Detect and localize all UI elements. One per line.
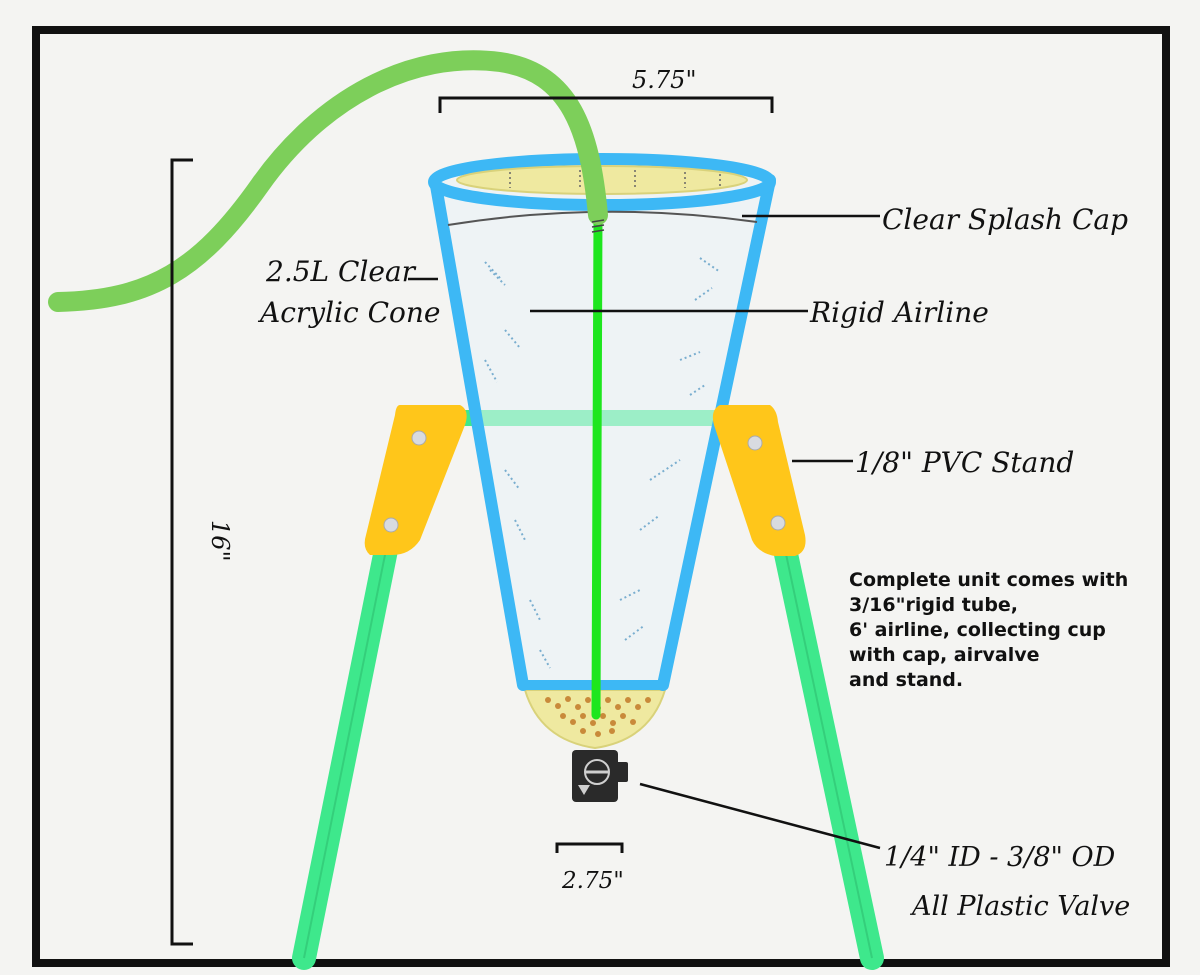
dimension-height bbox=[170, 158, 193, 946]
stand-bracket-left bbox=[364, 405, 467, 555]
valve-label-line1: 1/4" ID - 3/8" OD bbox=[884, 842, 1116, 873]
note-line: with cap, airvalve bbox=[849, 644, 1040, 666]
plastic-valve bbox=[572, 750, 628, 802]
acrylic-cone bbox=[428, 153, 776, 691]
cone-left-wall bbox=[429, 174, 529, 691]
note-line: Complete unit comes with bbox=[849, 569, 1128, 591]
dimension-top bbox=[438, 96, 774, 113]
leader-lines bbox=[408, 214, 881, 850]
dimension-bottom bbox=[555, 842, 624, 853]
cone-label-line1: 2.5L Clear bbox=[265, 255, 417, 288]
glass-highlights bbox=[484, 257, 721, 669]
frame-border bbox=[32, 26, 1170, 967]
bottom-width-label: 2.75" bbox=[561, 868, 624, 894]
height-label: 16" bbox=[206, 520, 234, 562]
stand-bracket-right bbox=[712, 405, 806, 556]
bracket-bolt bbox=[383, 517, 399, 533]
cone-label-line2: Acrylic Cone bbox=[257, 296, 440, 329]
rigid-airline-tube bbox=[591, 210, 603, 720]
hose-connector bbox=[591, 219, 605, 233]
top-width-label: 5.75" bbox=[632, 66, 696, 94]
leader-valve bbox=[639, 782, 881, 850]
feature-note: Complete unit comes with 3/16"rigid tube… bbox=[849, 569, 1128, 691]
splash-cap-label: Clear Splash Cap bbox=[882, 203, 1128, 236]
note-line: 3/16"rigid tube, bbox=[849, 594, 1018, 616]
bracket-bolt bbox=[411, 430, 427, 446]
rigid-airline-label: Rigid Airline bbox=[809, 296, 989, 329]
valve-label-line2: All Plastic Valve bbox=[909, 891, 1130, 922]
fish-eggs bbox=[545, 696, 651, 737]
stand-label: 1/8" PVC Stand bbox=[855, 446, 1074, 479]
bracket-bolt bbox=[747, 435, 763, 451]
note-line: and stand. bbox=[849, 669, 963, 691]
bracket-bolt bbox=[770, 515, 786, 531]
note-line: 6' airline, collecting cup bbox=[849, 619, 1106, 641]
